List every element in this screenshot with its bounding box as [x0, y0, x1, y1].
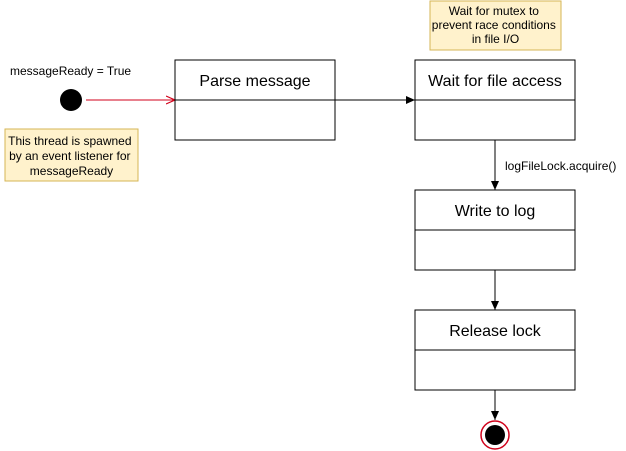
state-title: Wait for file access — [428, 73, 562, 90]
spawn-note: This thread is spawned by an event liste… — [4, 128, 139, 182]
spawn-note-line: This thread is spawned — [8, 134, 131, 148]
state-title: Release lock — [449, 323, 542, 340]
state-write-to-log: Write to log — [414, 189, 576, 271]
state-title: Parse message — [199, 73, 310, 90]
initial-state-node — [60, 89, 82, 111]
state-wait-for-file-access: Wait for file access — [414, 59, 576, 141]
state-title: Write to log — [455, 203, 536, 220]
trigger-label: messageReady = True — [10, 64, 131, 78]
state-release-lock: Release lock — [414, 309, 576, 391]
mutex-note-line: prevent race conditions — [432, 18, 556, 32]
spawn-note-line: messageReady — [30, 164, 113, 178]
final-state-node — [480, 420, 510, 450]
mutex-note: Wait for mutex to prevent race condition… — [429, 0, 562, 51]
mutex-note-line: in file I/O — [472, 32, 519, 46]
state-parse-message: Parse message — [174, 59, 336, 141]
svg-text:Wait for mutex to preven: Wait for mutex to prevent race condition… — [432, 4, 559, 46]
svg-text:This thread is spawned b: This thread is spawned by an event liste… — [8, 134, 135, 178]
spawn-note-line: by an event listener for — [9, 149, 130, 163]
lock-acquire-label: logFileLock.acquire() — [505, 159, 616, 173]
mutex-note-line: Wait for mutex to — [449, 4, 540, 18]
